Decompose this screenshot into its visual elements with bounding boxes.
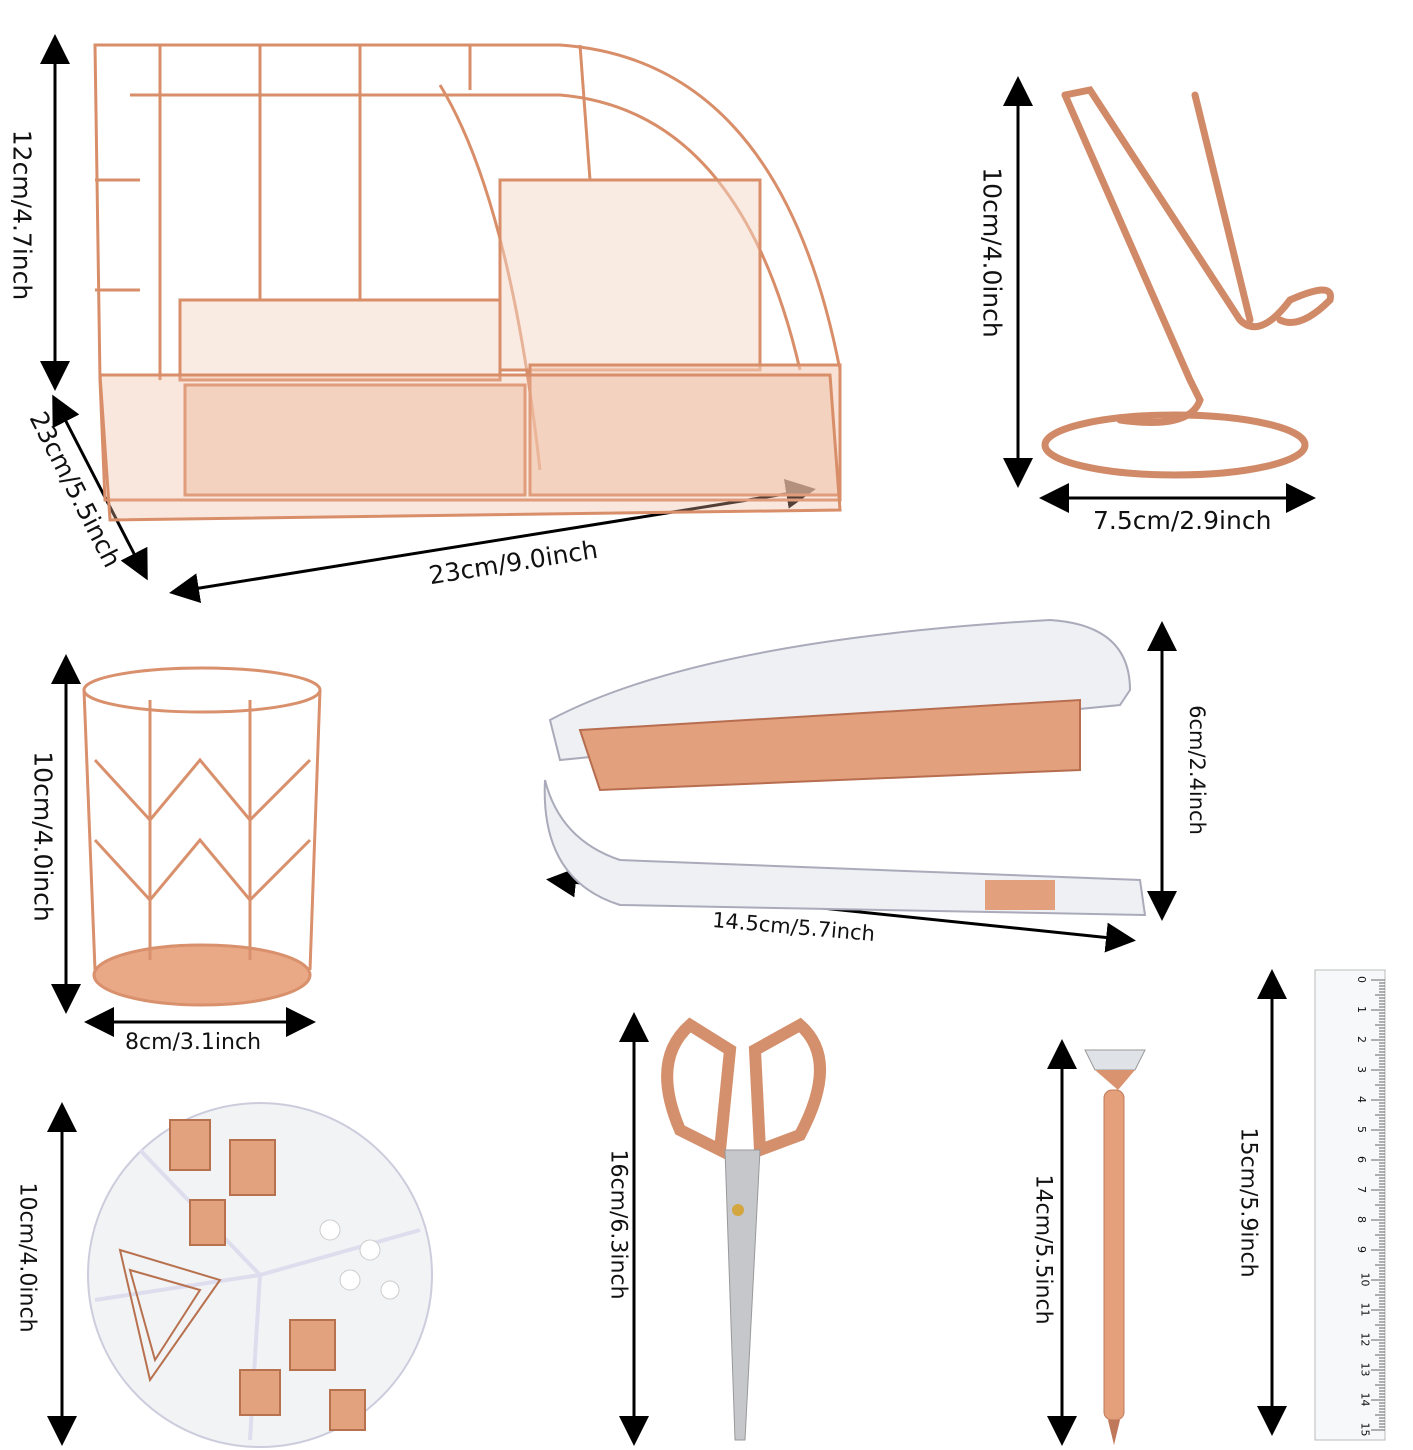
- ruler-number: 14: [1358, 1392, 1372, 1407]
- ruler-number: 8: [1355, 1216, 1368, 1223]
- ruler: [1314, 969, 1386, 1441]
- ruler-number: 10: [1358, 1272, 1372, 1287]
- pen-holder-width-label: 8cm/3.1inch: [125, 1030, 262, 1055]
- scissors-length-label: 16cm/6.3inch: [605, 1149, 631, 1300]
- ruler-length-label: 15cm/5.9inch: [1235, 1127, 1261, 1278]
- ruler-number: 4: [1355, 1096, 1368, 1103]
- ruler-number: 6: [1355, 1156, 1368, 1163]
- stapler: [543, 618, 1147, 917]
- ruler-number: 5: [1355, 1126, 1368, 1133]
- ruler-number: 9: [1355, 1246, 1368, 1253]
- desk-organizer: [93, 43, 842, 522]
- ruler-number: 7: [1355, 1186, 1368, 1193]
- phone-stand-width-label: 7.5cm/2.9inch: [1093, 506, 1272, 535]
- stapler-height-label: 6cm/2.4inch: [1184, 705, 1209, 835]
- ruler-number: 2: [1355, 1036, 1368, 1043]
- ruler-number: 1: [1355, 1006, 1368, 1013]
- organizer-height-label: 12cm/4.7inch: [7, 129, 37, 301]
- clip-box-height-label: 10cm/4.0inch: [14, 1182, 40, 1333]
- ruler-number: 13: [1358, 1362, 1372, 1377]
- phone-stand-height-label: 10cm/4.0inch: [977, 167, 1007, 338]
- pen-holder-height-label: 10cm/4.0inch: [28, 751, 58, 922]
- clip-box: [87, 1102, 433, 1448]
- ruler-number: 11: [1358, 1302, 1372, 1317]
- ruler-number: 15: [1358, 1422, 1372, 1437]
- ruler-number: 0: [1355, 976, 1368, 983]
- crystal-pen: [1084, 1049, 1146, 1445]
- ruler-number: 3: [1355, 1066, 1368, 1073]
- ruler-number: 12: [1358, 1332, 1372, 1347]
- scissors: [661, 1017, 826, 1441]
- phone-stand: [1041, 86, 1334, 479]
- pen-holder: [82, 666, 322, 1007]
- pen-length-label: 14cm/5.5inch: [1030, 1174, 1056, 1325]
